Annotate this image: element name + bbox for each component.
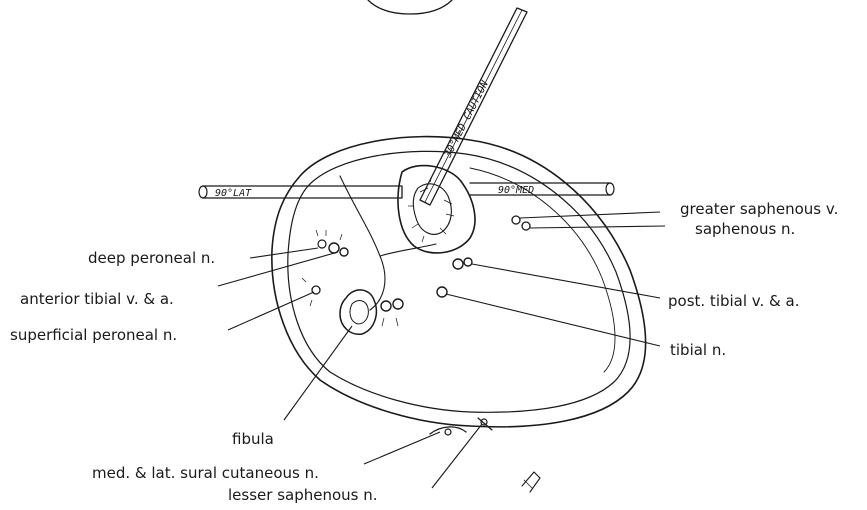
lateral-pin-text: 90°LAT	[215, 188, 252, 199]
leader-sural	[364, 432, 440, 464]
posterior-tibial-bundle	[453, 258, 472, 269]
leader-fibula	[284, 326, 352, 420]
oblique-pin: 30°MED CAUTION	[420, 8, 527, 205]
label-deep-peroneal-n: deep peroneal n.	[88, 249, 215, 267]
leader-anterior-tibial	[218, 252, 338, 286]
superficial-peroneal-mark	[302, 278, 320, 306]
leader-greater-saphenous	[520, 212, 660, 218]
subcutaneous-line	[470, 168, 615, 372]
leader-deep-peroneal	[250, 248, 318, 258]
label-superficial-peroneal: superficial peroneal n.	[10, 326, 177, 344]
peroneal-vessels-mark	[381, 299, 403, 326]
label-fibula: fibula	[232, 430, 274, 448]
leader-saphenous-n	[530, 226, 665, 228]
anterior-bundle	[316, 230, 348, 256]
fascia-outline	[288, 151, 630, 412]
label-saphenous-n: saphenous n.	[695, 220, 795, 238]
leader-tibial-n	[446, 294, 660, 346]
leader-lesser-saphenous	[432, 424, 482, 488]
bottom-pin-fragment	[522, 472, 540, 492]
leader-post-tibial	[472, 264, 660, 298]
medial-pin: 90°MED	[470, 183, 614, 196]
label-greater-saphenous-v: greater saphenous v.	[680, 200, 838, 218]
top-arc-fragment	[368, 0, 452, 14]
label-anterior-tibial: anterior tibial v. & a.	[20, 290, 174, 308]
interosseous-membrane	[380, 244, 436, 256]
skin-outline	[272, 137, 646, 427]
fibula-bone	[340, 290, 376, 334]
label-post-tibial: post. tibial v. & a.	[668, 292, 799, 310]
label-lesser-saphenous: lesser saphenous n.	[228, 486, 378, 504]
label-sural-cutaneous: med. & lat. sural cutaneous n.	[92, 464, 319, 482]
leader-superficial-peroneal	[228, 292, 314, 330]
tibial-nerve-mark	[437, 287, 447, 297]
label-tibial-n: tibial n.	[670, 341, 726, 359]
oblique-pin-text: 30°MED CAUTION	[442, 78, 491, 160]
medial-pin-text: 90°MED	[498, 185, 534, 196]
